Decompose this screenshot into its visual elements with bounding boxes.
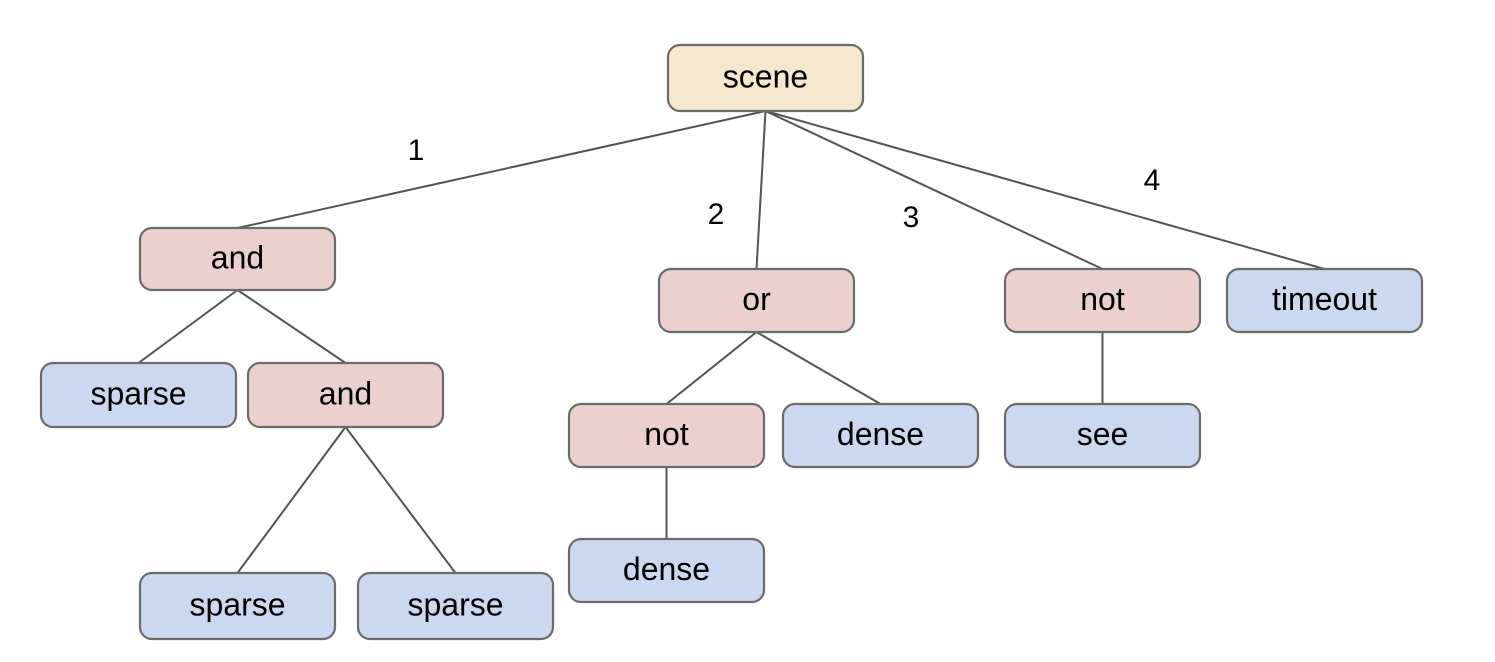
node-label: sparse [407, 586, 503, 622]
tree-edge [755, 331, 882, 405]
node-label: not [1080, 281, 1125, 317]
tree-node-and[interactable]: and [246, 361, 445, 429]
tree-edge [236, 110, 767, 229]
tree-node-dense[interactable]: dense [781, 402, 980, 469]
node-label: not [644, 416, 689, 452]
tree-node-or[interactable]: or [657, 267, 856, 334]
node-label: timeout [1272, 281, 1377, 317]
node-box[interactable] [39, 361, 238, 429]
node-box[interactable] [246, 361, 445, 429]
tree-edge [236, 289, 347, 364]
tree-node-timeout[interactable]: timeout [1225, 267, 1424, 334]
tree-edge [764, 110, 1104, 270]
tree-node-not[interactable]: not [567, 402, 766, 469]
edge-label: 4 [1144, 164, 1161, 197]
node-label: dense [837, 416, 924, 452]
node-label: and [319, 375, 372, 411]
node-box[interactable] [138, 226, 337, 292]
tree-node-and[interactable]: and [138, 226, 337, 292]
node-box[interactable] [666, 43, 865, 113]
tree-node-see[interactable]: see [1003, 402, 1202, 469]
tree-edge [236, 426, 347, 574]
tree-edge [344, 426, 457, 574]
node-box[interactable] [657, 267, 856, 334]
tree-edge [764, 110, 1326, 270]
edges-layer [137, 110, 1326, 574]
tree-node-sparse[interactable]: sparse [356, 571, 555, 641]
node-box[interactable] [1225, 267, 1424, 334]
node-label: or [742, 281, 771, 317]
edge-label: 3 [903, 201, 920, 234]
tree-node-scene[interactable]: scene [666, 43, 865, 113]
edge-label: 2 [708, 198, 725, 231]
node-label: see [1077, 416, 1129, 452]
node-box[interactable] [356, 571, 555, 641]
node-label: scene [723, 58, 808, 94]
node-label: sparse [90, 375, 186, 411]
node-label: dense [623, 551, 710, 587]
node-box[interactable] [781, 402, 980, 469]
nodes-layer: scene and sparse and sparse sparse or not dense d… [39, 43, 1424, 641]
tree-node-not[interactable]: not [1003, 267, 1202, 334]
node-box[interactable] [567, 402, 766, 469]
tree-edge [755, 110, 767, 270]
edge-labels-layer: 1 2 3 4 [408, 134, 1161, 234]
node-box[interactable] [1003, 402, 1202, 469]
node-box[interactable] [567, 537, 766, 604]
node-box[interactable] [138, 571, 337, 641]
node-label: and [211, 239, 264, 275]
node-box[interactable] [1003, 267, 1202, 334]
tree-node-sparse[interactable]: sparse [138, 571, 337, 641]
tree-edge [137, 289, 239, 364]
tree-node-dense[interactable]: dense [567, 537, 766, 604]
tree-edge [665, 331, 758, 405]
edge-label: 1 [408, 134, 425, 167]
node-label: sparse [189, 586, 285, 622]
tree-node-sparse[interactable]: sparse [39, 361, 238, 429]
